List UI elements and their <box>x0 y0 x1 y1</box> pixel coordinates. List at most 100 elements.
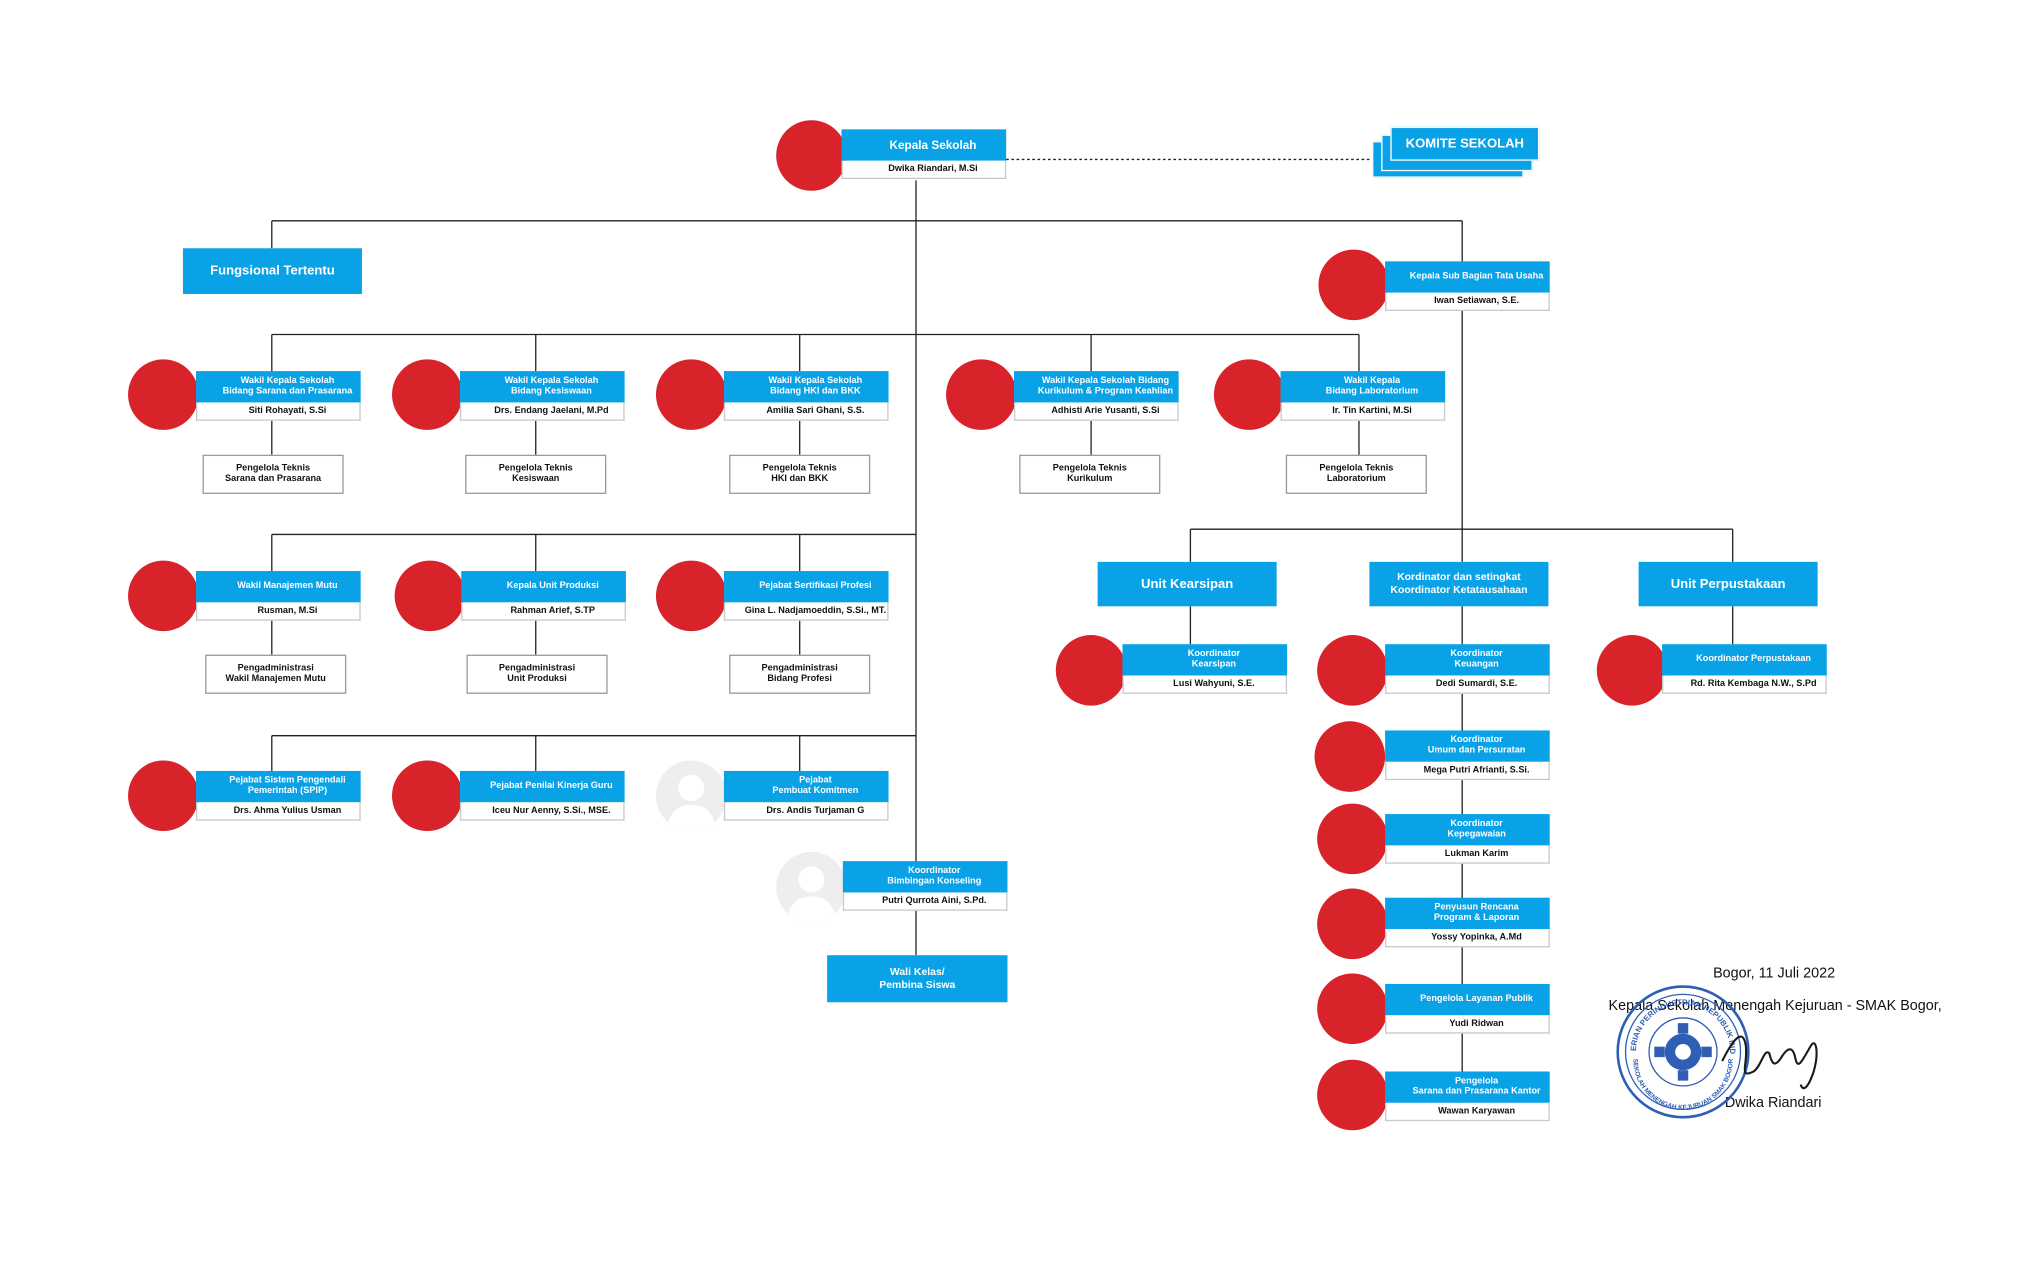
node-keuangan: Koordinator Keuangan Dedi Sumardi, S.E. <box>1385 644 1550 694</box>
node-name: Drs. Ahma Yulius Usman <box>196 802 361 821</box>
sub-pengelola-laboratorium: Pengelola Teknis Laboratorium <box>1285 454 1427 494</box>
person-silhouette-icon <box>666 774 717 832</box>
node-name: Yossy Yopinka, A.Md <box>1385 929 1550 948</box>
sub-pengelola-hki: Pengelola Teknis HKI dan BKK <box>729 454 871 494</box>
node-title: Koordinator Umum dan Persuratan <box>1385 730 1550 762</box>
node-title: Koordinator Kearsipan <box>1122 644 1288 676</box>
node-title: Kepala Unit Produksi <box>461 571 626 603</box>
avatar-wakil-kesiswaan <box>392 359 463 430</box>
avatar-head <box>776 120 847 191</box>
node-title: Kepala Sub Bagian Tata Usaha <box>1385 261 1550 293</box>
signature-place-date: Bogor, 11 Juli 2022 <box>1713 965 1836 982</box>
person-silhouette-icon <box>786 866 837 923</box>
node-name: Lukman Karim <box>1385 845 1550 864</box>
node-title: Koordinator Perpustakaan <box>1662 644 1827 676</box>
node-penyusun-rencana: Penyusun Rencana Program & Laporan Yossy… <box>1385 897 1550 948</box>
avatar-unit-produksi <box>394 560 466 632</box>
node-name: Putri Qurrota Aini, S.Pd. <box>842 892 1008 911</box>
node-title: Pengelola Layanan Publik <box>1385 983 1550 1016</box>
node-name: Rahman Arief, S.TP <box>461 602 626 621</box>
avatar-manajemen-mutu <box>128 560 199 632</box>
node-title: Penyusun Rencana Program & Laporan <box>1385 897 1550 930</box>
node-name: Adhisti Arie Yusanti, S.Si <box>1013 402 1179 421</box>
node-unit-produksi: Kepala Unit Produksi Rahman Arief, S.TP <box>461 571 626 621</box>
node-title: Pengelola Sarana dan Prasarana Kantor <box>1385 1071 1550 1103</box>
node-name: Iceu Nur Aenny, S.Si., MSE. <box>459 802 625 821</box>
node-wakil-laboratorium: Wakil Kepala Bidang Laboratorium Ir. Tin… <box>1280 371 1446 421</box>
node-kearsipan: Koordinator Kearsipan Lusi Wahyuni, S.E. <box>1122 644 1288 694</box>
node-kepala-sekolah: Kepala Sekolah Dwika Riandari, M.Si <box>841 129 1007 180</box>
node-name: Ir. Tin Kartini, M.Si <box>1280 402 1446 421</box>
avatar-kearsipan <box>1055 635 1127 706</box>
avatar-kepegawaian <box>1317 803 1388 875</box>
node-title: Kepala Sekolah <box>841 129 1007 161</box>
node-name: Siti Rohayati, S.Si <box>196 402 361 421</box>
node-title: Koordinator Kepegawaian <box>1385 814 1550 846</box>
node-bimbingan-konseling: Koordinator Bimbingan Konseling Putri Qu… <box>842 861 1008 911</box>
node-name: Drs. Endang Jaelani, M.Pd <box>459 402 625 421</box>
komite-sekolah-box: KOMITE SEKOLAH <box>1390 126 1540 161</box>
signature-scribble-icon <box>1721 1035 1818 1090</box>
node-title: Wakil Kepala Sekolah Bidang Kurikulum & … <box>1013 371 1179 403</box>
node-title: Wakil Kepala Bidang Laboratorium <box>1280 371 1446 403</box>
node-manajemen-mutu: Wakil Manajemen Mutu Rusman, M.Si <box>196 571 361 621</box>
node-name: Wawan Karyawan <box>1385 1102 1550 1122</box>
avatar-tata-usaha <box>1318 249 1390 321</box>
unit-kearsipan-box: Unit Kearsipan <box>1097 561 1277 607</box>
node-name: Lusi Wahyuni, S.E. <box>1122 675 1288 694</box>
node-title: Pejabat Pembuat Komitmen <box>723 770 889 803</box>
node-name: Drs. Andis Turjaman G <box>723 802 889 821</box>
node-name: Dwika Riandari, M.Si <box>841 160 1007 180</box>
node-title: Pejabat Sertifikasi Profesi <box>723 571 889 603</box>
avatar-placeholder-bk <box>776 851 847 923</box>
unit-ketatausahaan-box: Kordinator dan setingkat Koordinator Ket… <box>1369 561 1549 607</box>
node-name: Iwan Setiawan, S.E. <box>1385 292 1550 311</box>
avatar-penilai-kinerja <box>392 760 463 832</box>
node-title: Wakil Kepala Sekolah Bidang Kesiswaan <box>459 371 625 403</box>
signature-name: Dwika Riandari <box>1724 1095 1822 1111</box>
node-pembuat-komitmen: Pejabat Pembuat Komitmen Drs. Andis Turj… <box>723 770 889 821</box>
node-name: Dedi Sumardi, S.E. <box>1385 675 1550 694</box>
node-perpustakaan: Koordinator Perpustakaan Rd. Rita Kembag… <box>1662 644 1827 694</box>
node-name: Mega Putri Afrianti, S.Si. <box>1385 761 1550 781</box>
node-wakil-sarpras: Wakil Kepala Sekolah Bidang Sarana dan P… <box>196 371 361 421</box>
avatar-wakil-sarpras <box>128 359 199 430</box>
node-name: Yudi Ridwan <box>1385 1015 1550 1034</box>
node-name: Gina L. Nadjamoeddin, S.Si., MT. <box>723 602 889 621</box>
school-stamp-icon: KEMENTERIAN PERINDUSTRIAN REPUBLIK INDON… <box>1615 984 1750 1119</box>
node-umum-persuratan: Koordinator Umum dan Persuratan Mega Put… <box>1385 730 1550 781</box>
sub-pengelola-kurikulum: Pengelola Teknis Kurikulum <box>1019 454 1161 494</box>
node-title: Pejabat Penilai Kinerja Guru <box>459 770 625 803</box>
node-wakil-kurikulum: Wakil Kepala Sekolah Bidang Kurikulum & … <box>1013 371 1179 421</box>
sub-pengelola-kesiswaan: Pengelola Teknis Kesiswaan <box>465 454 607 494</box>
avatar-spip <box>128 760 199 832</box>
node-title: Koordinator Bimbingan Konseling <box>842 861 1008 893</box>
unit-perpustakaan-box: Unit Perpustakaan <box>1638 561 1818 607</box>
node-name: Rusman, M.Si <box>196 602 361 621</box>
avatar-layanan-publik <box>1317 973 1388 1045</box>
node-kepegawaian: Koordinator Kepegawaian Lukman Karim <box>1385 814 1550 864</box>
sub-pengadministrasi-profesi: Pengadministrasi Bidang Profesi <box>729 654 871 694</box>
avatar-sertifikasi-profesi <box>655 560 727 632</box>
avatar-perpustakaan <box>1596 635 1668 706</box>
node-layanan-publik: Pengelola Layanan Publik Yudi Ridwan <box>1385 983 1550 1034</box>
node-name: Rd. Rita Kembaga N.W., S.Pd <box>1662 675 1827 694</box>
avatar-sarpras-kantor <box>1317 1059 1388 1131</box>
node-title: Wakil Manajemen Mutu <box>196 571 361 603</box>
node-title: Pejabat Sistem Pengendali Pemerintah (SP… <box>196 770 361 803</box>
node-title: Koordinator Keuangan <box>1385 644 1550 676</box>
node-tata-usaha: Kepala Sub Bagian Tata Usaha Iwan Setiaw… <box>1385 261 1550 311</box>
avatar-wakil-hki <box>655 359 727 430</box>
signature-position: Kepala Sekolah Menengah Kejuruan - SMAK … <box>1608 998 1942 1014</box>
avatar-wakil-laboratorium <box>1213 359 1285 430</box>
avatar-placeholder-komitmen <box>655 760 727 832</box>
node-sarpras-kantor: Pengelola Sarana dan Prasarana Kantor Wa… <box>1385 1071 1550 1122</box>
sub-pengadministrasi-mutu: Pengadministrasi Wakil Manajemen Mutu <box>205 654 347 694</box>
node-wakil-kesiswaan: Wakil Kepala Sekolah Bidang Kesiswaan Dr… <box>459 371 625 421</box>
node-penilai-kinerja: Pejabat Penilai Kinerja Guru Iceu Nur Ae… <box>459 770 625 821</box>
sub-pengadministrasi-produksi: Pengadministrasi Unit Produksi <box>466 654 608 694</box>
node-sertifikasi-profesi: Pejabat Sertifikasi Profesi Gina L. Nadj… <box>723 571 889 621</box>
node-title: Wakil Kepala Sekolah Bidang Sarana dan P… <box>196 371 361 403</box>
avatar-keuangan <box>1317 635 1388 706</box>
avatar-wakil-kurikulum <box>946 359 1017 430</box>
